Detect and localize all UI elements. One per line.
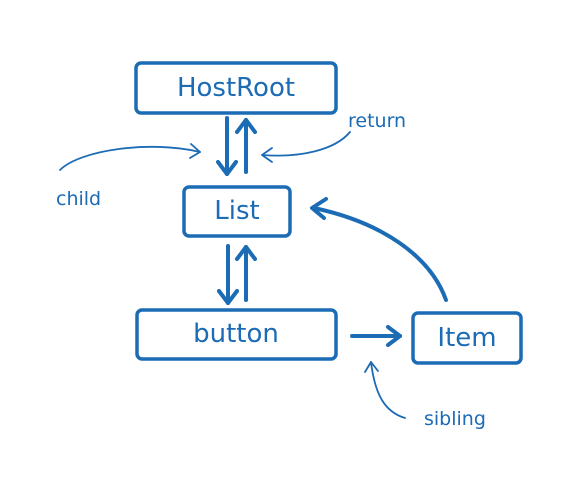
arrow-button-to-item-sibling <box>350 325 402 347</box>
child-annotation: child <box>56 188 101 210</box>
node-hostroot-label: HostRoot <box>177 73 295 103</box>
node-list: List <box>182 185 292 238</box>
arrow-button-to-list-return <box>235 245 257 302</box>
connectors <box>216 116 448 347</box>
annotation-pointers <box>59 131 406 419</box>
node-button-label: button <box>193 319 279 349</box>
node-item-label: Item <box>437 323 496 353</box>
node-hostroot: HostRoot <box>134 61 338 115</box>
arrow-hostroot-to-list-child <box>216 116 238 176</box>
arrow-item-to-list-return <box>310 197 448 302</box>
arrow-list-to-hostroot-return <box>235 118 257 174</box>
arrow-list-to-button-child <box>217 244 239 305</box>
node-list-label: List <box>214 196 259 226</box>
node-button: button <box>135 308 338 361</box>
child-pointer <box>59 143 201 171</box>
node-item: Item <box>411 311 523 365</box>
return-annotation: return <box>348 110 406 132</box>
sibling-annotation: sibling <box>424 408 486 430</box>
sibling-pointer <box>364 361 406 419</box>
return-pointer <box>261 131 351 163</box>
